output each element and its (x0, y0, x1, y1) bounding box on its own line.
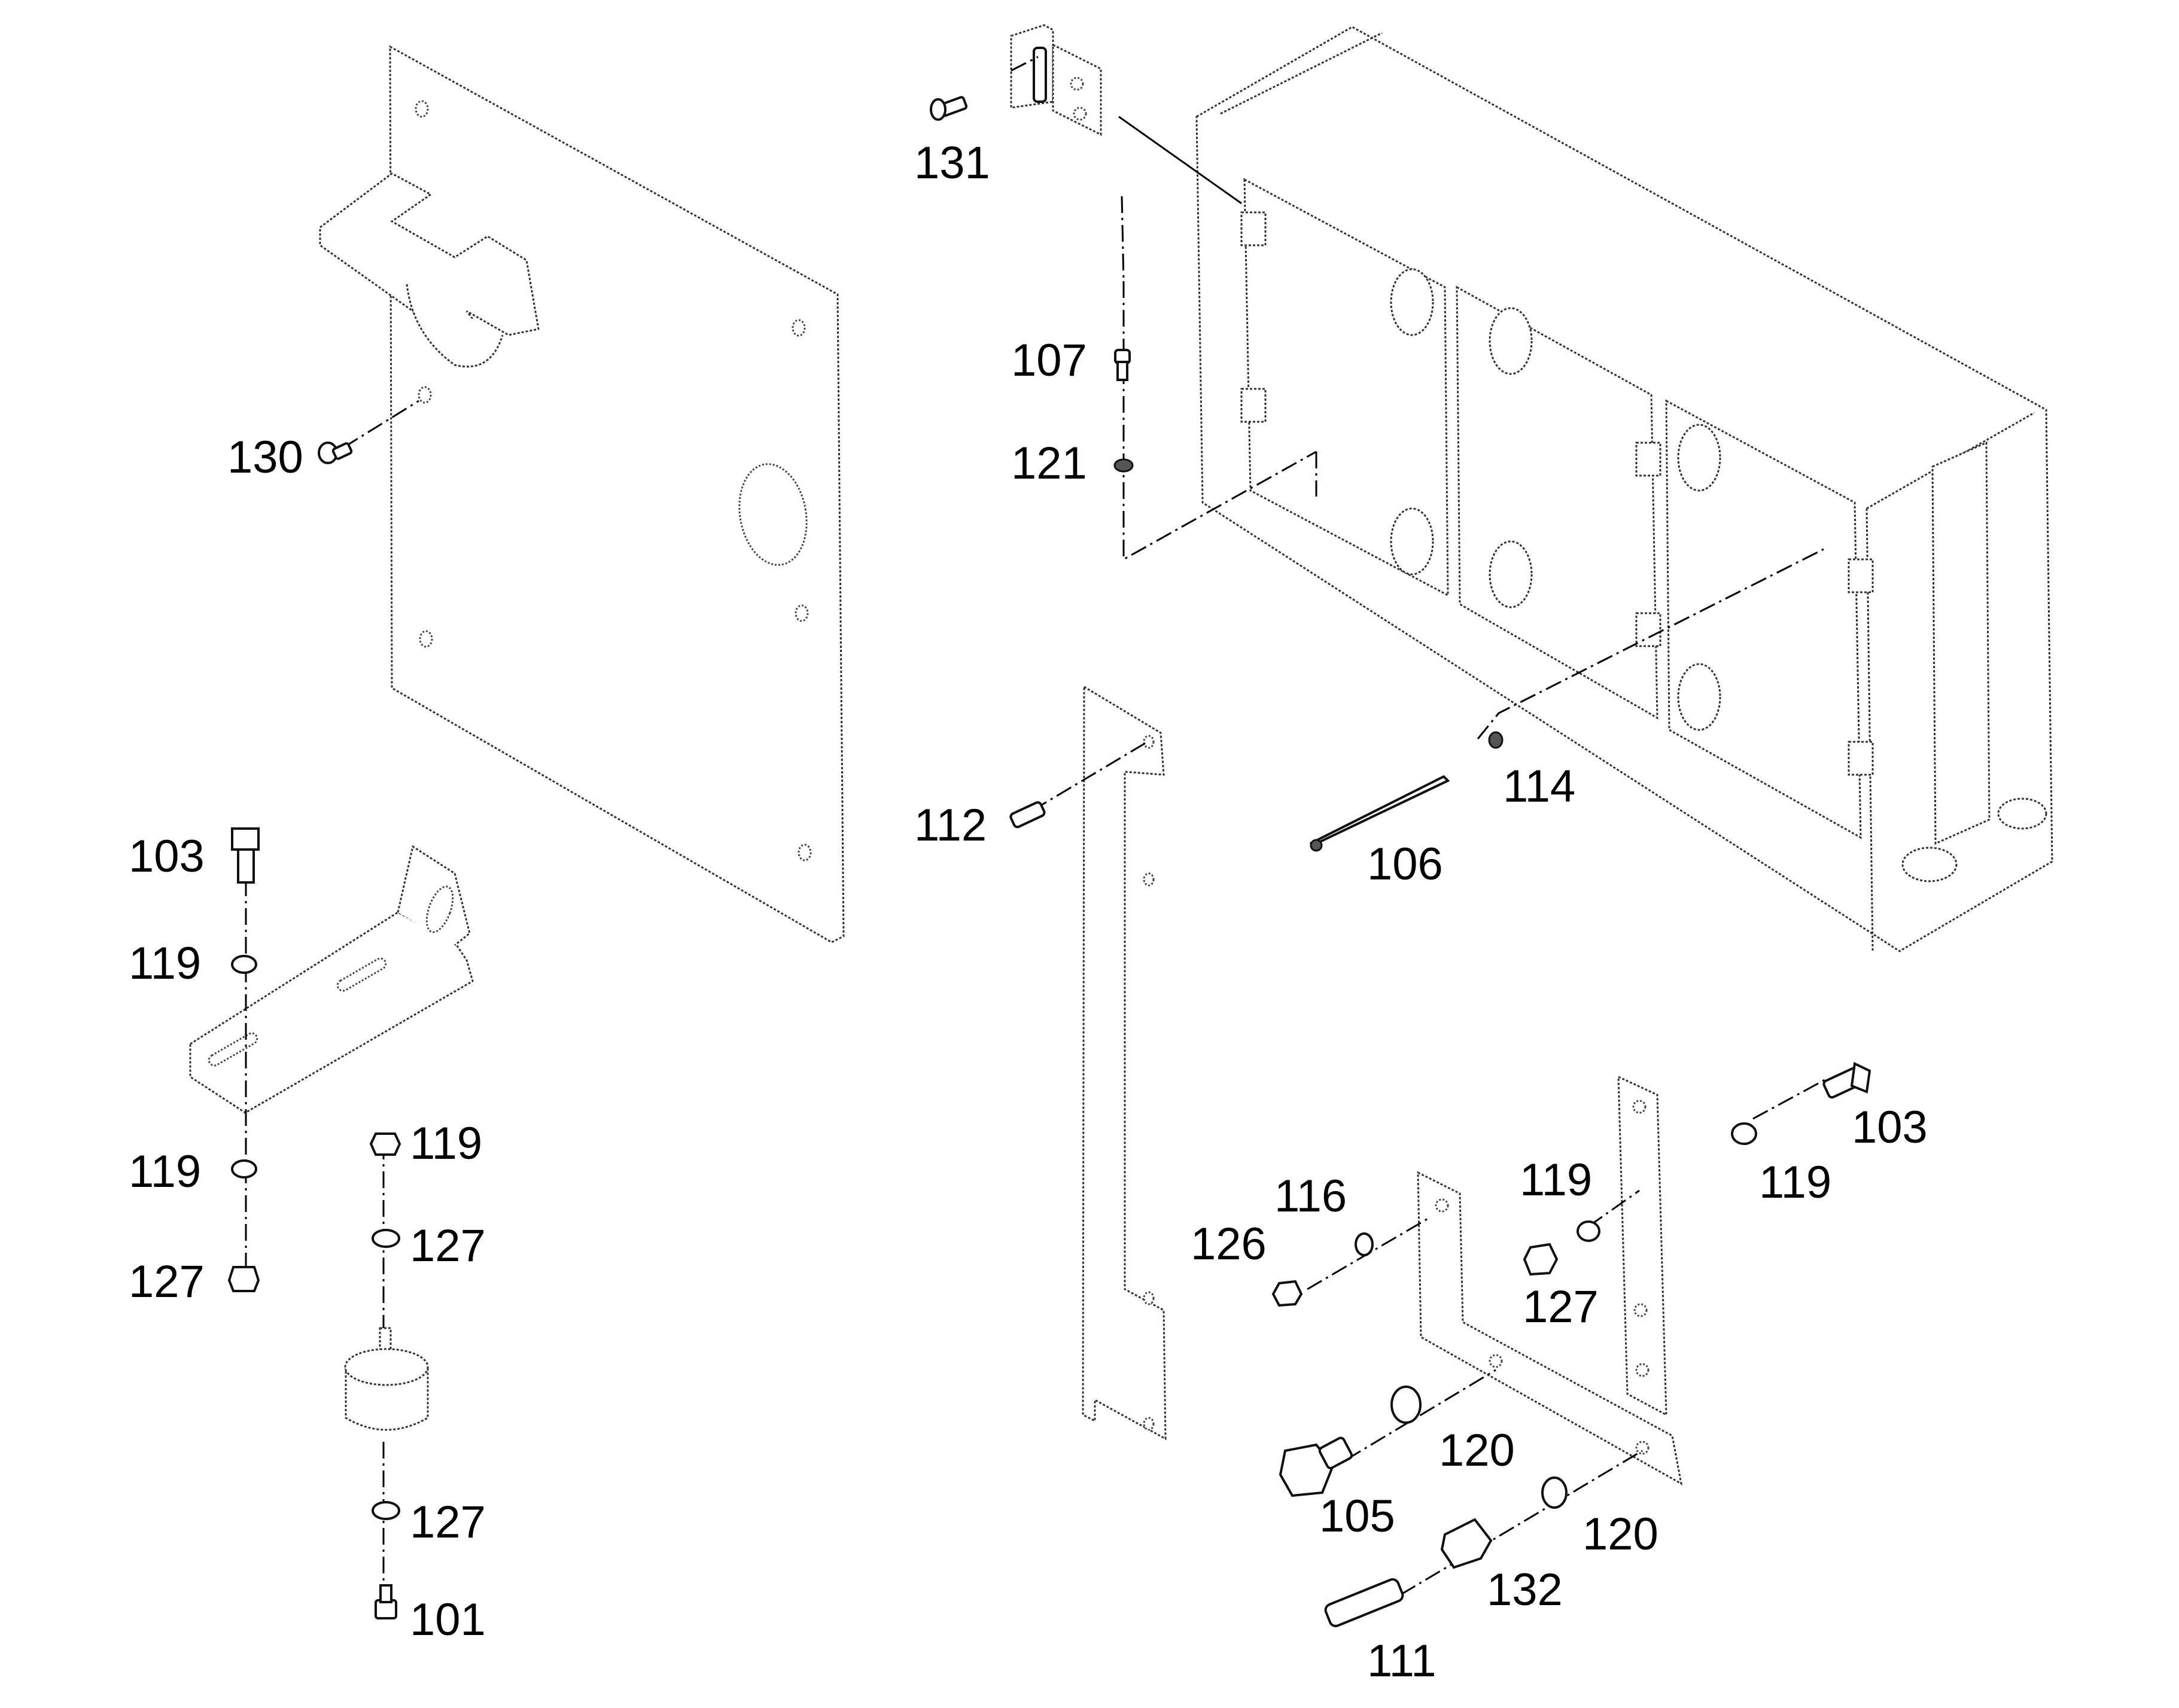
callout-121: 121 (1011, 438, 1087, 489)
washer-127-mount-upper (372, 1229, 400, 1248)
callout-120-upper: 120 (1439, 1425, 1515, 1476)
callout-116: 116 (1274, 1171, 1347, 1222)
handle-bracket (319, 172, 540, 368)
washer-119-left-upper (231, 955, 257, 974)
bolt-101 (375, 1584, 397, 1619)
washer-114 (1488, 731, 1504, 749)
l-bracket-right (1417, 1171, 1683, 1485)
callout-119-left-lower: 119 (129, 1146, 201, 1197)
stud-111 (1324, 1578, 1404, 1627)
nut-127-right (1523, 1243, 1559, 1276)
bolt-105 (1279, 1436, 1353, 1497)
assembly-center-lines (245, 56, 1825, 1610)
washer-119-left-lower (231, 1159, 257, 1179)
washer-120-upper (1390, 1386, 1422, 1424)
callout-127-mount-upper: 127 (410, 1220, 486, 1271)
callout-127-left: 127 (129, 1256, 205, 1307)
nut-126 (1271, 1280, 1303, 1307)
washer-127-mount-lower (372, 1501, 400, 1520)
callout-107: 107 (1011, 335, 1087, 386)
callout-127-mount-lower: 127 (410, 1497, 486, 1548)
threaded-rod-106 (1310, 775, 1450, 852)
screw-107 (1114, 349, 1131, 381)
enclosure-door-right (1665, 399, 1862, 839)
washer-116 (1355, 1232, 1374, 1256)
l-bracket-left (189, 845, 474, 1114)
callout-labels: 131 130 107 121 112 114 106 103 119 119 … (129, 138, 1928, 1686)
washer-120-lower (1541, 1476, 1568, 1509)
enclosure-box (1195, 26, 2053, 952)
callout-119-right: 119 (1759, 1157, 1831, 1208)
callout-105: 105 (1319, 1491, 1395, 1542)
nut-127-left (227, 1266, 260, 1292)
mounting-plate (319, 45, 845, 943)
washer-121 (1113, 458, 1134, 473)
callout-119-mount: 119 (410, 1118, 482, 1169)
bolt-103-right (1822, 1062, 1871, 1099)
nut-132 (1440, 1518, 1493, 1569)
right-plate (1617, 1075, 1667, 1417)
vertical-strut (1082, 685, 1167, 1441)
rubber-mount (344, 1327, 429, 1431)
set-screw-112 (1009, 801, 1046, 829)
callout-111: 111 (1367, 1636, 1437, 1686)
callout-119-left-upper: 119 (129, 938, 201, 989)
screw-130 (318, 442, 353, 464)
callout-126: 126 (1191, 1219, 1267, 1269)
callout-131: 131 (914, 138, 990, 188)
hinge (1010, 24, 1102, 136)
washer-119-right (1731, 1122, 1757, 1145)
callout-101: 101 (410, 1594, 486, 1645)
callout-120-lower: 120 (1582, 1509, 1658, 1560)
callout-130: 130 (227, 432, 303, 483)
bolt-103-left (231, 827, 260, 884)
washer-119-mid (1577, 1220, 1600, 1242)
callout-114: 114 (1503, 761, 1575, 812)
callout-119-mid: 119 (1520, 1155, 1592, 1205)
leader-hinge-to-box (1118, 115, 1242, 205)
nut-119-mount (369, 1132, 401, 1156)
callout-103-left: 103 (129, 831, 205, 882)
callout-132: 132 (1487, 1564, 1563, 1615)
callout-106: 106 (1367, 839, 1443, 890)
screw-131 (930, 96, 968, 121)
callout-127-right: 127 (1523, 1281, 1599, 1332)
enclosure-door-middle (1456, 285, 1658, 720)
callout-103-right: 103 (1852, 1102, 1928, 1153)
callout-112: 112 (914, 800, 987, 851)
